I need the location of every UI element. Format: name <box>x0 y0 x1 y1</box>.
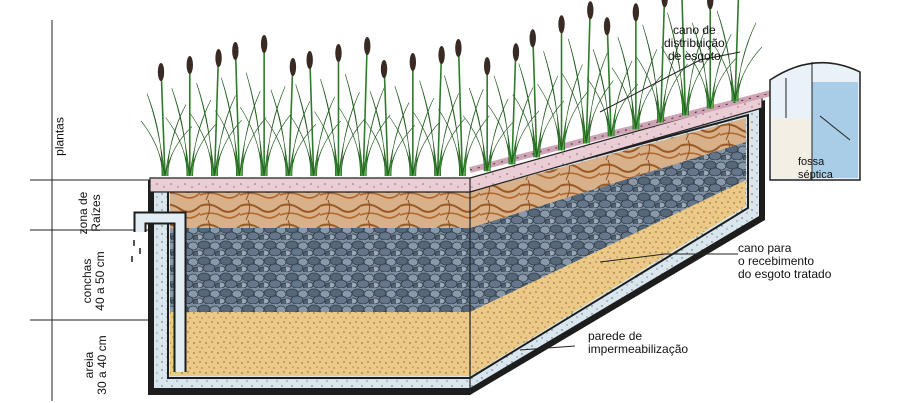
plant-leaf <box>240 107 264 176</box>
cattail-head <box>633 3 639 21</box>
septic-tank-label: fossa séptica <box>798 156 833 182</box>
cattail-head <box>410 53 416 71</box>
plant-leaf <box>191 114 215 176</box>
plant-leaf <box>463 116 487 172</box>
plant-leaf <box>166 118 190 177</box>
waterproof-wall-label: parede de impermeabilização <box>588 330 688 356</box>
plant-leaf <box>339 108 363 176</box>
plant-leaf <box>314 112 338 177</box>
distribution-pipe-label: cano de distribuição de esgoto <box>664 24 725 63</box>
cattail-head <box>438 46 444 64</box>
cattail-head <box>187 56 193 74</box>
cattail-head <box>290 58 296 76</box>
cattail-head <box>661 0 667 7</box>
layer-roots-label: zona de Raízes <box>77 183 103 243</box>
cattail-head <box>604 17 610 35</box>
cattail-head <box>381 60 387 78</box>
cattail-head <box>306 51 312 69</box>
plant-leaf <box>290 115 314 176</box>
cattail-head <box>530 29 536 47</box>
cattail-head <box>558 15 564 33</box>
cattail-head <box>261 35 267 53</box>
cattail-head <box>513 43 519 61</box>
plant-leaf <box>389 116 413 176</box>
cattail-head <box>232 42 238 60</box>
cattail-head <box>335 44 341 62</box>
cattail-head <box>484 57 490 75</box>
cattail-head <box>158 63 164 81</box>
layer-plants-label: plantas <box>54 107 67 167</box>
cattail-head <box>587 1 593 19</box>
cattail-head <box>707 0 713 9</box>
cattail-head <box>364 37 370 55</box>
layer-shells-label: conchas 40 a 50 cm <box>81 243 107 319</box>
receiving-pipe-label: cano para o recebimento do esgoto tratad… <box>738 242 831 281</box>
cattail-head <box>215 49 221 67</box>
layer-sand-label: areia 30 a 40 cm <box>83 327 109 403</box>
cattail-head <box>455 39 461 57</box>
plant-leaf <box>735 47 762 101</box>
plant-leaf <box>215 111 239 177</box>
plant-leaf <box>438 109 462 176</box>
plant-leaf <box>141 121 165 176</box>
plant-leaf <box>414 113 438 177</box>
